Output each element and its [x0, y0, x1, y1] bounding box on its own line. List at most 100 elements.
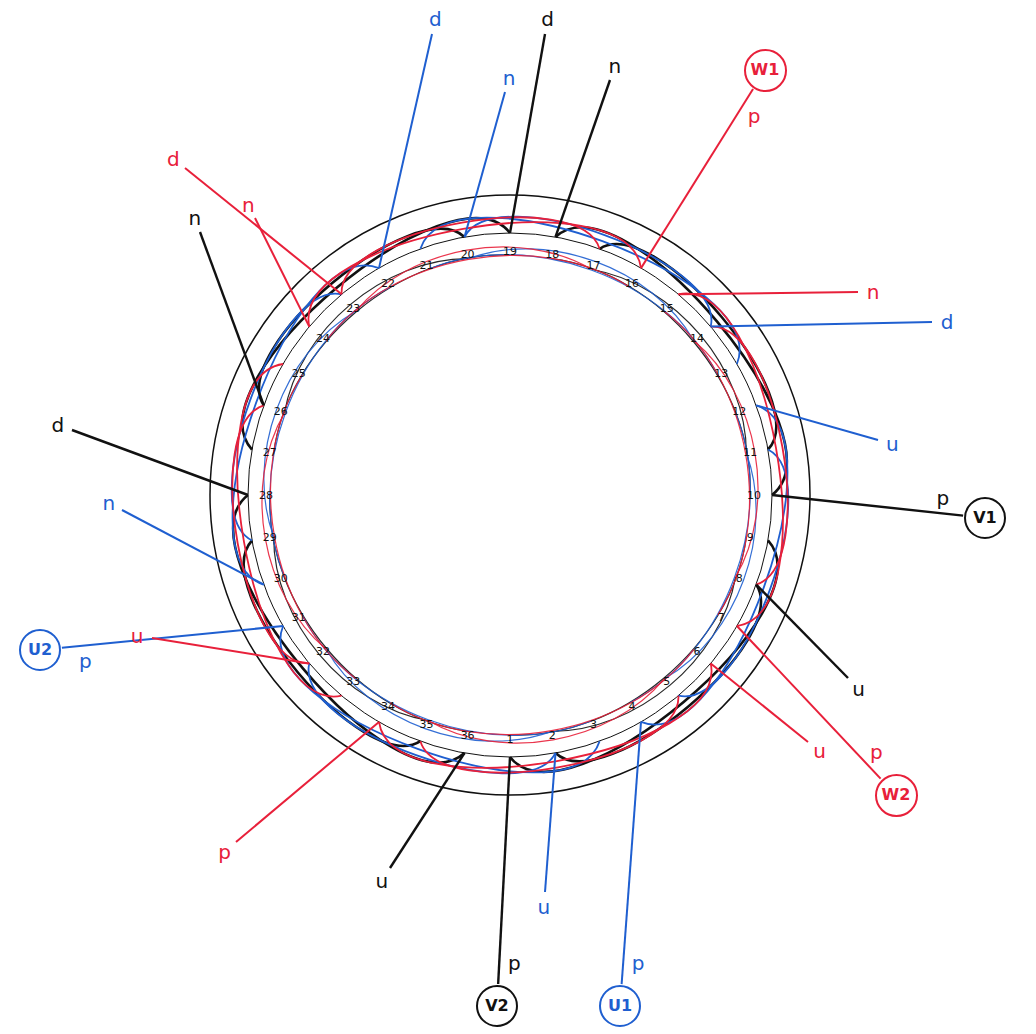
slot-number: 12 [732, 406, 746, 417]
lead-label: p [508, 953, 521, 973]
lead-wire [641, 89, 753, 268]
stator-outline [210, 195, 810, 795]
lead-wire [200, 232, 264, 405]
coil-end [510, 537, 746, 736]
terminal-label: U2 [28, 642, 52, 658]
slot-number: 2 [549, 730, 556, 741]
lead-label: d [941, 312, 954, 332]
slot-number: 28 [259, 490, 273, 501]
lead-label: p [748, 106, 761, 126]
lead-label: u [375, 871, 388, 891]
lead-wire [72, 430, 248, 495]
coil-end [428, 255, 718, 375]
coil-end [552, 577, 736, 731]
slot-number: 20 [461, 249, 475, 260]
terminal-circle: W2 [875, 774, 918, 817]
coil-loop [678, 293, 782, 626]
slot-number: 18 [545, 249, 559, 260]
slot-number: 26 [274, 406, 288, 417]
terminal-circle: V1 [964, 497, 1006, 539]
lead-label: p [79, 651, 92, 671]
lead-wire [756, 405, 878, 440]
lead-wire [122, 510, 264, 585]
coil-loop [280, 626, 599, 772]
lead-label: p [218, 842, 231, 862]
lead-label: p [937, 488, 950, 508]
lead-wire [756, 585, 848, 678]
coil-loop [379, 663, 712, 767]
lead-label: n [609, 56, 622, 76]
lead-label: p [632, 953, 645, 973]
slot-number: 6 [693, 646, 700, 657]
terminal-circle: W1 [744, 49, 787, 92]
lead-wire [236, 722, 379, 842]
slot-number: 1 [507, 734, 514, 745]
lead-label: n [102, 493, 115, 513]
coil-end [274, 255, 510, 454]
coil-end [270, 375, 355, 679]
slot-number: 4 [629, 701, 636, 712]
terminal-label: W1 [751, 62, 780, 78]
slot-number: 19 [503, 246, 517, 257]
lead-wire [678, 292, 858, 294]
lead-wire [711, 663, 808, 742]
lead-wire [555, 80, 610, 237]
slot-number: 33 [346, 676, 360, 687]
lead-label: d [429, 9, 442, 29]
coil-loop [259, 229, 464, 406]
lead-label: n [503, 68, 516, 88]
slot-number: 17 [586, 260, 600, 271]
slot-number: 34 [381, 701, 395, 712]
slot-number: 32 [316, 646, 330, 657]
coil-end [270, 495, 469, 731]
coil-end [694, 341, 758, 577]
coil-end [262, 413, 326, 649]
slot-number: 27 [263, 447, 277, 458]
lead-label: p [870, 742, 883, 762]
coil-loop [600, 244, 777, 449]
lead-wire [465, 92, 505, 237]
lead-label: d [52, 415, 65, 435]
lead-wire [255, 218, 309, 327]
lead-wire [545, 753, 555, 892]
coil-end [390, 649, 694, 734]
coil-loop [233, 265, 379, 584]
coil-loop [641, 405, 787, 724]
slot-number: 11 [743, 447, 757, 458]
slot-number: 24 [316, 333, 330, 344]
slot-number: 10 [747, 490, 761, 501]
coil-loop [420, 218, 739, 364]
slot-number: 36 [461, 730, 475, 741]
lead-wire [737, 626, 881, 779]
terminal-circle: V2 [476, 985, 518, 1027]
coil-end [664, 311, 749, 615]
coil-end [302, 615, 592, 735]
lead-wire [379, 34, 432, 268]
terminal-circle: U2 [19, 629, 61, 671]
slot-number: 21 [420, 260, 434, 271]
slot-number: 5 [663, 676, 670, 687]
slot-number: 35 [420, 719, 434, 730]
terminal-label: V2 [485, 998, 509, 1014]
slot-number: 16 [625, 278, 639, 289]
coil-end [664, 453, 756, 679]
slot-number: 8 [736, 573, 743, 584]
coil-end [356, 247, 592, 311]
slot-number: 14 [690, 333, 704, 344]
lead-wire [510, 34, 545, 233]
lead-wire [498, 757, 510, 984]
lead-wire [185, 168, 342, 294]
lead-label: n [867, 282, 880, 302]
lead-label: u [886, 434, 899, 454]
lead-wire [152, 638, 309, 663]
lead-label: d [541, 9, 554, 29]
terminal-label: W2 [882, 787, 911, 803]
lead-wire [622, 722, 641, 984]
slot-number: 29 [263, 532, 277, 543]
lead-label: n [188, 208, 201, 228]
coil-end [428, 679, 664, 743]
coil-end [274, 537, 428, 721]
terminal-label: U1 [608, 998, 632, 1014]
coil-end [592, 269, 746, 453]
